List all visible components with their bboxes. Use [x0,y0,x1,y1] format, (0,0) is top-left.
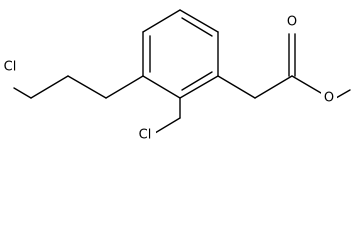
chain-bond-2 [67,75,107,99]
ring-bond-top-inner [181,17,213,37]
chemical-structure-diagram: Cl Cl O O [0,9,351,144]
ester-oxygen-mask [321,88,337,108]
chain-bond-cl [13,87,32,99]
ring-bond-bottom-left [142,75,181,99]
ring-bond-bottom-right [179,75,219,99]
cl-methyl-mask [134,126,156,144]
chain-bond-3 [30,75,69,99]
ring-bond-bottom-right-inner [181,71,213,91]
chlorine-propyl-label: Cl [4,60,17,75]
methyl-acetate-group [217,33,351,99]
chain-bond-1 [105,75,144,99]
ester-bond-carbonyl-c [254,75,293,99]
ring-bond-top-left [142,9,181,33]
carbonyl-oxygen-label: O [287,15,297,30]
ring-bond-top [179,9,219,33]
benzene-ring [142,9,219,99]
chlorine-methyl-label: Cl [139,128,152,143]
atom-labels: Cl Cl O O [0,12,337,144]
chloropropyl-chain [13,75,144,99]
ester-methyl-bond [335,89,351,99]
ester-oxygen-label: O [324,91,334,106]
carbonyl-oxygen-mask [284,12,300,32]
ester-single-bond-o [291,75,322,94]
cl-propyl-mask [0,58,22,76]
ester-bond-ch2 [217,75,256,99]
